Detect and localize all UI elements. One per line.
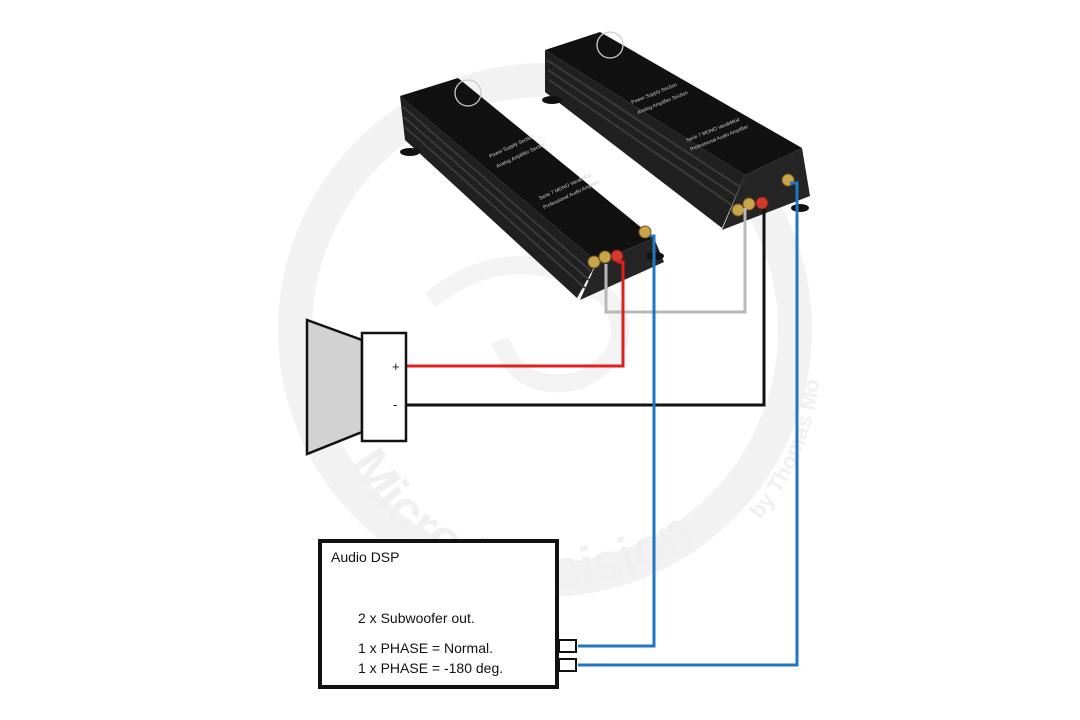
dsp-line-phase-normal: 1 x PHASE = Normal. (358, 640, 493, 656)
amp-1-body-top (400, 78, 654, 262)
audio-dsp: Audio DSP 2 x Subwoofer out. 1 x PHASE =… (318, 539, 577, 689)
amp-2-body-top (545, 32, 802, 175)
negative-wire (406, 209, 766, 407)
amp-1-logo (454, 79, 482, 107)
dsp-output-connector-2[interactable] (558, 658, 577, 672)
amp-2-speaker-terminal-gold-b[interactable] (742, 197, 756, 211)
amplifier-2: Power Supply Section Analog Amplifier Se… (542, 31, 810, 230)
amp-2-speaker-terminal-red[interactable] (755, 196, 769, 210)
speaker-minus-label: - (393, 397, 397, 412)
amp-2-heatsink-fins (546, 59, 741, 206)
amp-1-foot-left (400, 148, 420, 156)
dsp-line-outputs: 2 x Subwoofer out. (358, 610, 475, 626)
amp-1-heatsink-fins (402, 106, 593, 289)
amp-1-speaker-terminal-red[interactable] (610, 249, 624, 263)
speaker-plus-label: + (392, 359, 400, 374)
amp-2-foot-left (542, 96, 562, 104)
signal-wire-normal (578, 234, 656, 648)
speaker: + - (305, 318, 408, 456)
positive-wire (406, 260, 625, 368)
dsp-output-connector-1[interactable] (558, 639, 577, 653)
amp-2-speaker-terminal-gold-a[interactable] (731, 203, 745, 217)
amp-1-speaker-terminal-gold-b[interactable] (598, 250, 612, 264)
speaker-cone (305, 318, 364, 456)
dsp-box (318, 539, 559, 689)
speaker-terminal-box (360, 331, 408, 443)
amp-2-logo (596, 31, 624, 59)
dsp-line-phase-inverted: 1 x PHASE = -180 deg. (358, 660, 503, 676)
dsp-title: Audio DSP (331, 549, 399, 565)
wires (406, 181, 799, 667)
signal-wire-inverted (578, 181, 799, 667)
bridge-wire (604, 208, 747, 314)
amp-1-speaker-terminal-gold-a[interactable] (587, 255, 601, 269)
amp-2-body-side (545, 50, 745, 228)
amp-1-rca-input[interactable] (638, 225, 652, 239)
amp-2-foot-right (791, 204, 809, 212)
